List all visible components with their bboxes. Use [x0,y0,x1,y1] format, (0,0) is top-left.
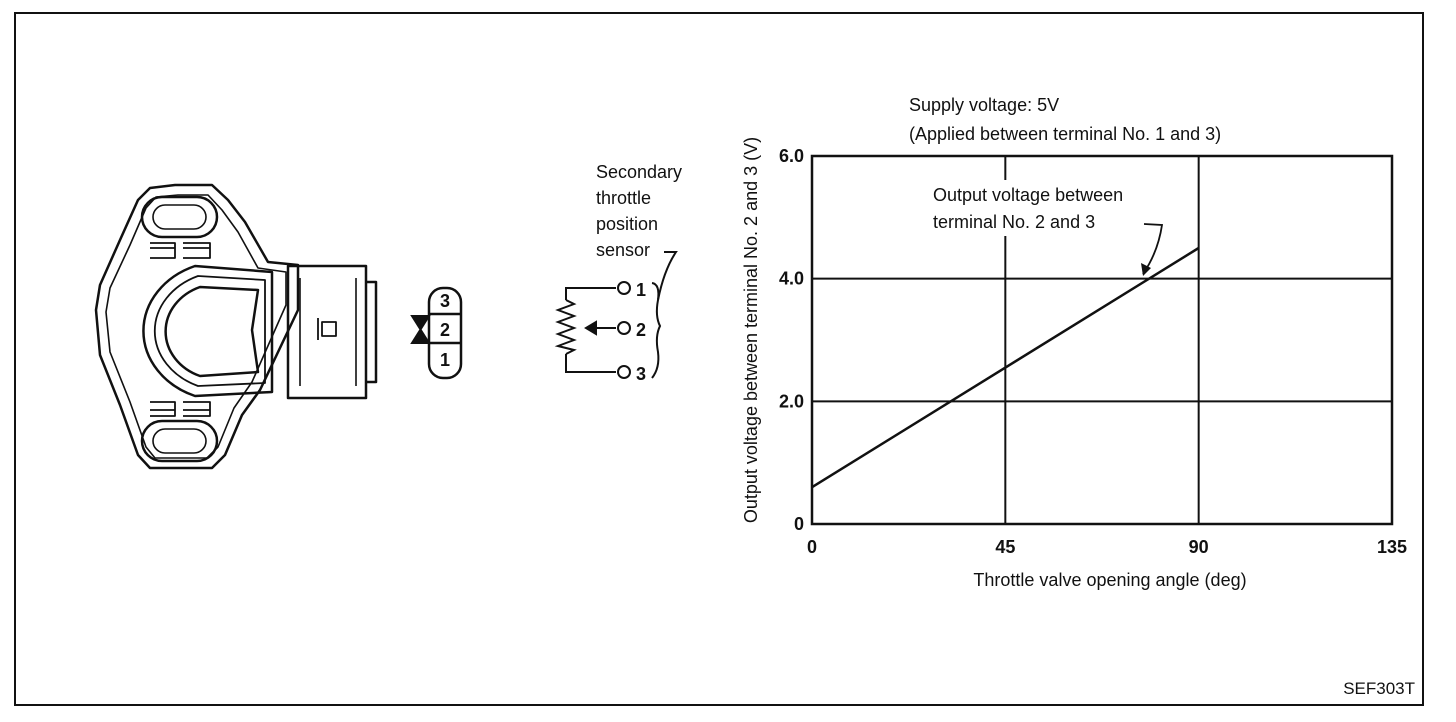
sensor-label-line: sensor [596,240,650,260]
y-axis-label: Output voltage between terminal No. 2 an… [741,137,761,523]
sensor-label-line: Secondary [596,162,682,182]
mounting-hole-bottom-inner [152,428,207,454]
sensor-schematic [554,251,678,379]
mounting-hole-bottom [140,419,219,463]
connector-inner-line [299,278,357,386]
mounting-hole-top [140,195,219,239]
connector-pin-label: 1 [440,350,450,370]
connector-latch [321,321,337,337]
sensor-housing-outline [94,183,300,470]
sensor-leader-line [657,251,678,301]
rotor-outer [142,264,274,398]
supply-terminals-annotation: (Applied between terminal No. 1 and 3) [909,124,1221,144]
lower-ribs [150,401,211,417]
connector-lock-icon [410,315,431,344]
connector-pin-outline [427,286,463,380]
connector-step [366,280,378,384]
connector-pin-diagram: 3 2 1 [410,286,463,380]
sensor-label: Secondary throttle position sensor [596,162,682,260]
chart-series-group [811,246,1200,489]
figure-frame [14,12,1424,706]
terminal-1-label: 1 [636,280,646,300]
resistor-zigzag [554,299,577,355]
curve-label-line: terminal No. 2 and 3 [933,212,1095,232]
rotor-middle [153,275,266,387]
terminal-3-circle [617,365,631,379]
y-tick-label: 2.0 [779,391,804,411]
x-tick-label: 45 [995,537,1015,557]
sensor-body-illustration [94,183,378,470]
connector-pin-label: 3 [440,291,450,311]
y-tick-label: 6.0 [779,146,804,166]
x-axis-label: Throttle valve opening angle (deg) [973,570,1246,590]
output-voltage-chart: 0 45 90 135 0 2.0 4.0 6.0 Throttle valve openi… [741,95,1407,590]
x-tick-label: 0 [807,537,817,557]
connector-pin-label: 2 [440,320,450,340]
connector-housing [286,264,368,400]
terminal-1-circle [617,281,631,295]
x-tick-label: 90 [1189,537,1209,557]
schematic-wire-bottom [565,354,616,373]
curve-label-arrow-icon [1141,263,1151,276]
sensor-label-line: position [596,214,658,234]
sensor-housing-inner-outline [105,194,287,459]
y-tick-label: 0 [794,514,804,534]
output-voltage-line [811,246,1200,489]
y-tick-labels: 0 2.0 4.0 6.0 [779,146,804,534]
curve-label-background [928,180,1176,236]
supply-voltage-annotation: Supply voltage: 5V [909,95,1059,115]
schematic-wire-top [565,287,616,300]
chart-plot-area-border [810,154,1394,526]
figure-code: SEF303T [1343,679,1415,698]
rotor-inner [164,285,260,378]
wiper-arrow-icon [584,320,597,336]
mounting-hole-top-inner [152,204,207,230]
upper-ribs [150,242,211,259]
y-tick-label: 4.0 [779,269,804,289]
x-tick-label: 135 [1377,537,1407,557]
terminal-2-circle [617,321,631,335]
terminal-3-label: 3 [636,364,646,384]
sensor-label-line: throttle [596,188,651,208]
terminal-brace [651,282,662,379]
x-tick-labels: 0 45 90 135 [807,537,1407,557]
terminal-2-label: 2 [636,320,646,340]
curve-label-line: Output voltage between [933,185,1123,205]
